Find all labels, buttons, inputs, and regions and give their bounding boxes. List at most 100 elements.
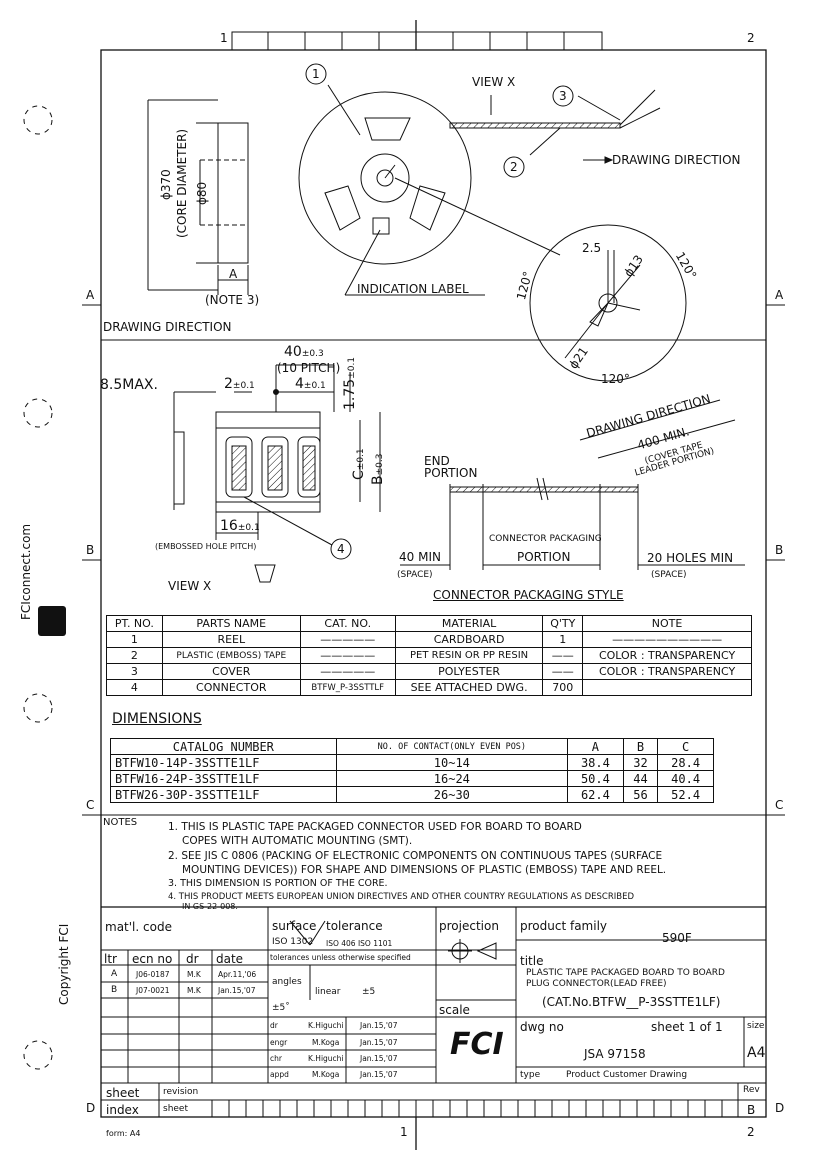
matl-code-label: mat'l. code xyxy=(105,920,172,934)
cell: 40.4 xyxy=(657,770,714,787)
cell: ————— xyxy=(299,647,396,664)
signer-date: Jan.15,'07 xyxy=(360,1021,398,1030)
rev-header-date: date xyxy=(216,952,244,966)
rev-header-ecn: ecn no xyxy=(132,952,173,966)
cell: BTFW_P-3SSTTLF xyxy=(299,679,396,696)
rev-header-dr: dr xyxy=(186,952,199,966)
cell: 50.4 xyxy=(567,770,624,787)
signer-role: dr xyxy=(270,1021,278,1030)
table-row: 2 PLASTIC (EMBOSS) TAPE ————— PET RESIN … xyxy=(106,647,752,664)
th-qty: Q'TY xyxy=(542,615,584,632)
cell: PLASTIC (EMBOSS) TAPE xyxy=(161,647,301,664)
callout-4: 4 xyxy=(337,542,345,556)
zone-letter-b-right: B xyxy=(775,543,784,557)
cell: COVER xyxy=(161,663,301,680)
cell: POLYESTER xyxy=(394,663,544,680)
th-material: MATERIAL xyxy=(394,615,544,632)
cell: 44 xyxy=(622,770,659,787)
cell: 2 xyxy=(106,647,163,664)
zone-letter-c-right: C xyxy=(775,798,784,812)
rev-date: Jan.15,'07 xyxy=(218,986,256,995)
signer-name: M.Koga xyxy=(312,1070,340,1079)
size-value: A4 xyxy=(747,1045,766,1061)
scale-label: scale xyxy=(439,1003,470,1017)
rev-value: B xyxy=(747,1103,756,1117)
max-8-5: 8.5MAX. xyxy=(100,377,158,393)
cell: ————— xyxy=(299,631,396,648)
parts-table-header: PT. NO. PARTS NAME CAT. NO. MATERIAL Q'T… xyxy=(106,615,752,632)
th-b: B xyxy=(622,738,659,755)
zone-number-2-bottom: 2 xyxy=(747,1125,755,1139)
th-parts-name: PARTS NAME xyxy=(161,615,301,632)
callout-2: 2 xyxy=(510,160,518,174)
angle-bottom: 120° xyxy=(601,372,630,386)
cell: 28.4 xyxy=(657,754,714,771)
sheet-of: sheet 1 of 1 xyxy=(651,1020,723,1034)
th-pt-no: PT. NO. xyxy=(106,615,163,632)
linear-value: ±5 xyxy=(362,987,376,997)
connector-portion-label: PORTION xyxy=(517,550,571,564)
th-cat-no: CAT. NO. xyxy=(299,615,396,632)
dim-2-5: 2.5 xyxy=(582,241,602,255)
note-line: 3. THIS DIMENSION IS PORTION OF THE CORE… xyxy=(168,878,388,889)
th-note: NOTE xyxy=(582,615,752,632)
side-fci-logo xyxy=(38,606,66,636)
fci-logo: FCI xyxy=(450,1027,504,1062)
pitch-label: (10 PITCH) xyxy=(277,361,341,375)
signer-role: engr xyxy=(270,1038,288,1047)
table-row: 1 REEL ————— CARDBOARD 1 —————————— xyxy=(106,631,752,648)
tolerance-std: ISO 406 ISO 1101 xyxy=(326,939,393,948)
surface-label: surface xyxy=(272,919,317,933)
dim-80: ϕ80 xyxy=(195,181,209,205)
cell: REEL xyxy=(161,631,301,648)
zone-number-1-bottom: 1 xyxy=(400,1125,408,1139)
title-line-3: (CAT.No.BTFW__P-3SSTTE1LF) xyxy=(542,995,721,1009)
cell: CARDBOARD xyxy=(394,631,544,648)
embossed-hole-pitch: (EMBOSSED HOLE PITCH) xyxy=(155,542,257,551)
dwg-no-label: dwg no xyxy=(520,1020,564,1034)
title-line-1: PLASTIC TAPE PACKAGED BOARD TO BOARD xyxy=(526,968,725,978)
cell: BTFW10-14P-3SSTTE1LF xyxy=(110,754,337,771)
note-line: COPES WITH AUTOMATIC MOUNTING (SMT). xyxy=(182,835,413,847)
callout-1: 1 xyxy=(312,67,320,81)
cell xyxy=(582,679,752,696)
end-portion-label: PORTION xyxy=(424,466,478,480)
cell: 1 xyxy=(106,631,163,648)
cell: 32 xyxy=(622,754,659,771)
cell: 700 xyxy=(542,679,584,696)
cell: 4 xyxy=(106,679,163,696)
note-line: 1. THIS IS PLASTIC TAPE PACKAGED CONNECT… xyxy=(168,821,582,833)
type-value: Product Customer Drawing xyxy=(566,1070,688,1080)
zone-letter-a: A xyxy=(86,288,95,302)
index-label: index xyxy=(106,1103,139,1117)
size-label: size xyxy=(747,1021,765,1031)
callout-3: 3 xyxy=(559,89,567,103)
dim-1-75: 1.75±0.1 xyxy=(342,356,358,410)
dim-c: C±0.1 xyxy=(351,448,367,480)
cell: 1 xyxy=(542,631,584,648)
rev-ltr: B xyxy=(111,985,118,995)
dim-b: B±0.3 xyxy=(370,453,386,485)
table-row: 3 COVER ————— POLYESTER —— COLOR : TRANS… xyxy=(106,663,752,680)
note3-label: (NOTE 3) xyxy=(205,293,260,307)
product-family-label: product family xyxy=(520,919,608,933)
title-line-2: PLUG CONNECTOR(LEAD FREE) xyxy=(526,979,667,989)
core-diameter-label: (CORE DIAMETER) xyxy=(175,128,189,238)
cell: 62.4 xyxy=(567,786,624,803)
rev-ecn: J07-0021 xyxy=(136,986,170,995)
cell: COLOR : TRANSPARENCY xyxy=(582,647,752,664)
tolerance-label: tolerance xyxy=(326,919,383,933)
cell: 52.4 xyxy=(657,786,714,803)
signer-name: K.Higuchi xyxy=(308,1054,344,1063)
zone-letter-a-right: A xyxy=(775,288,784,302)
rev-dr: M.K xyxy=(187,986,201,995)
cell: PET RESIN OR PP RESIN xyxy=(394,647,544,664)
signer-date: Jan.15,'07 xyxy=(360,1070,398,1079)
space-right: (SPACE) xyxy=(651,570,687,580)
rev-date: Apr.11,'06 xyxy=(218,970,257,979)
indication-label: INDICATION LABEL xyxy=(357,282,469,296)
angles-value: ±5˚ xyxy=(272,1003,290,1013)
connector-packaging-label: CONNECTOR PACKAGING xyxy=(489,534,602,544)
th-contacts: NO. OF CONTACT(ONLY EVEN POS) xyxy=(335,738,569,755)
table-row: BTFW10-14P-3SSTTE1LF 10~14 38.4 32 28.4 xyxy=(110,754,714,771)
